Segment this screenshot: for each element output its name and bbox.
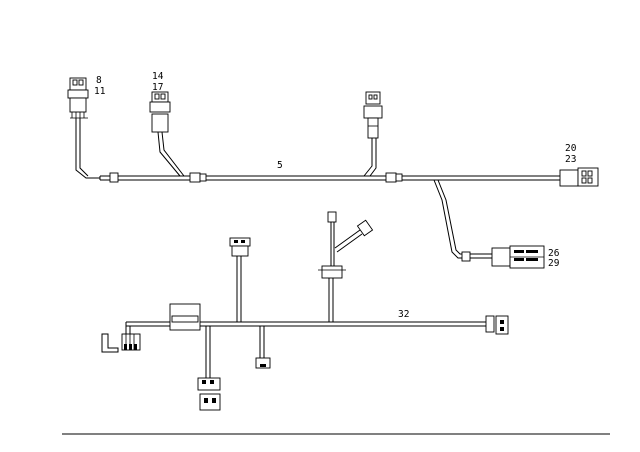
connector-20-23 <box>559 167 599 187</box>
junction-box <box>169 303 201 331</box>
connector-8-11 <box>67 77 89 119</box>
callout-17: 17 <box>152 82 163 93</box>
left-block-connector <box>101 333 141 353</box>
connector-14-17 <box>149 91 171 133</box>
callout-32: 32 <box>398 309 409 320</box>
lower-harness <box>101 211 509 411</box>
callout-20: 20 <box>565 143 577 154</box>
upper-harness <box>67 77 599 269</box>
connector-26-29 <box>491 245 545 269</box>
fuse-holder <box>318 211 374 279</box>
callout-26: 26 <box>548 248 560 259</box>
callout-8: 8 <box>96 75 102 86</box>
callout-11: 11 <box>94 86 106 97</box>
callout-29: 29 <box>548 258 560 269</box>
top-connector-lower <box>229 237 251 257</box>
callout-5: 5 <box>277 160 283 171</box>
callout-23: 23 <box>565 154 576 165</box>
small-connector-lower <box>255 357 271 369</box>
bottom-connector-lower <box>197 377 221 411</box>
connector-upper-right <box>363 91 383 139</box>
right-end-connector-lower <box>485 315 509 335</box>
callout-14: 14 <box>152 71 164 82</box>
